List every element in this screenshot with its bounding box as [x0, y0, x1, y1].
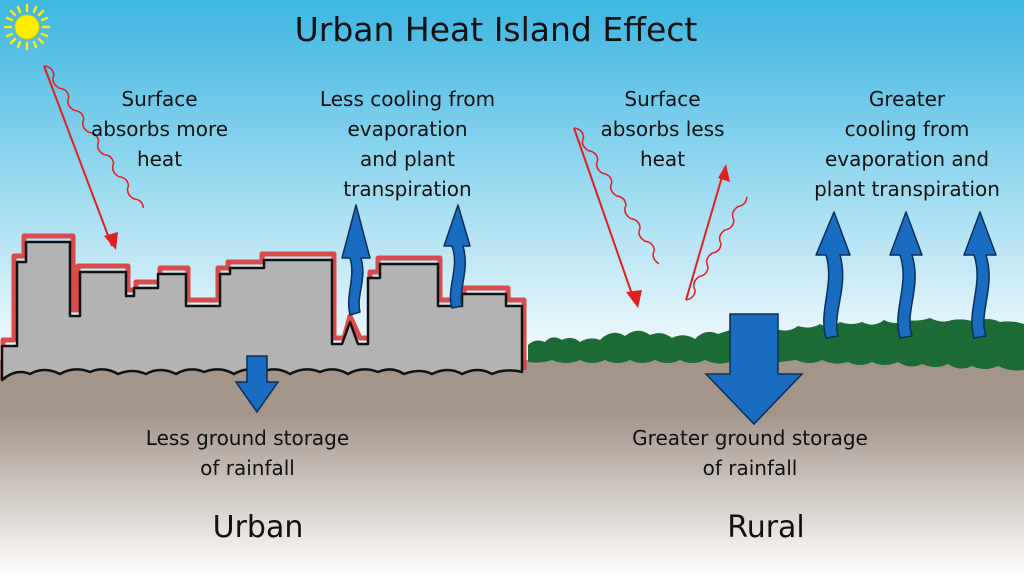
sun-icon: [3, 3, 51, 51]
rural-label: Rural: [727, 510, 805, 545]
rural-cooling-label: Greater cooling from evaporation and pla…: [814, 87, 1000, 201]
city-buildings: [0, 240, 524, 382]
evaporation-arrow-rural-1: [815, 211, 851, 339]
urban-cooling-label: Less cooling from evaporation and plant …: [319, 87, 496, 201]
ground-storage-arrow-rural: [704, 313, 804, 426]
evaporation-arrow-rural-2: [889, 211, 923, 339]
diagram-title: Urban Heat Island Effect: [294, 10, 698, 49]
evaporation-arrow-urban-1: [341, 204, 371, 316]
heat-arrow-urban: [43, 65, 145, 250]
evaporation-arrow-urban-2: [443, 204, 471, 309]
urban-absorb-label: Surface absorbs more heat: [90, 87, 229, 171]
heat-arrow-rural-out: [685, 164, 748, 301]
evaporation-arrow-rural-3: [963, 211, 997, 339]
city-heat-outline: [0, 233, 527, 380]
ground: [0, 360, 1024, 576]
urban-storage-label: Less ground storage of rainfall: [145, 426, 350, 480]
rural-absorb-label: Surface absorbs less heat: [600, 87, 725, 171]
ground-storage-arrow-urban: [234, 355, 280, 414]
rural-storage-label: Greater ground storage of rainfall: [632, 426, 868, 480]
heat-arrow-rural-in: [573, 127, 660, 308]
urban-label: Urban: [212, 510, 304, 545]
